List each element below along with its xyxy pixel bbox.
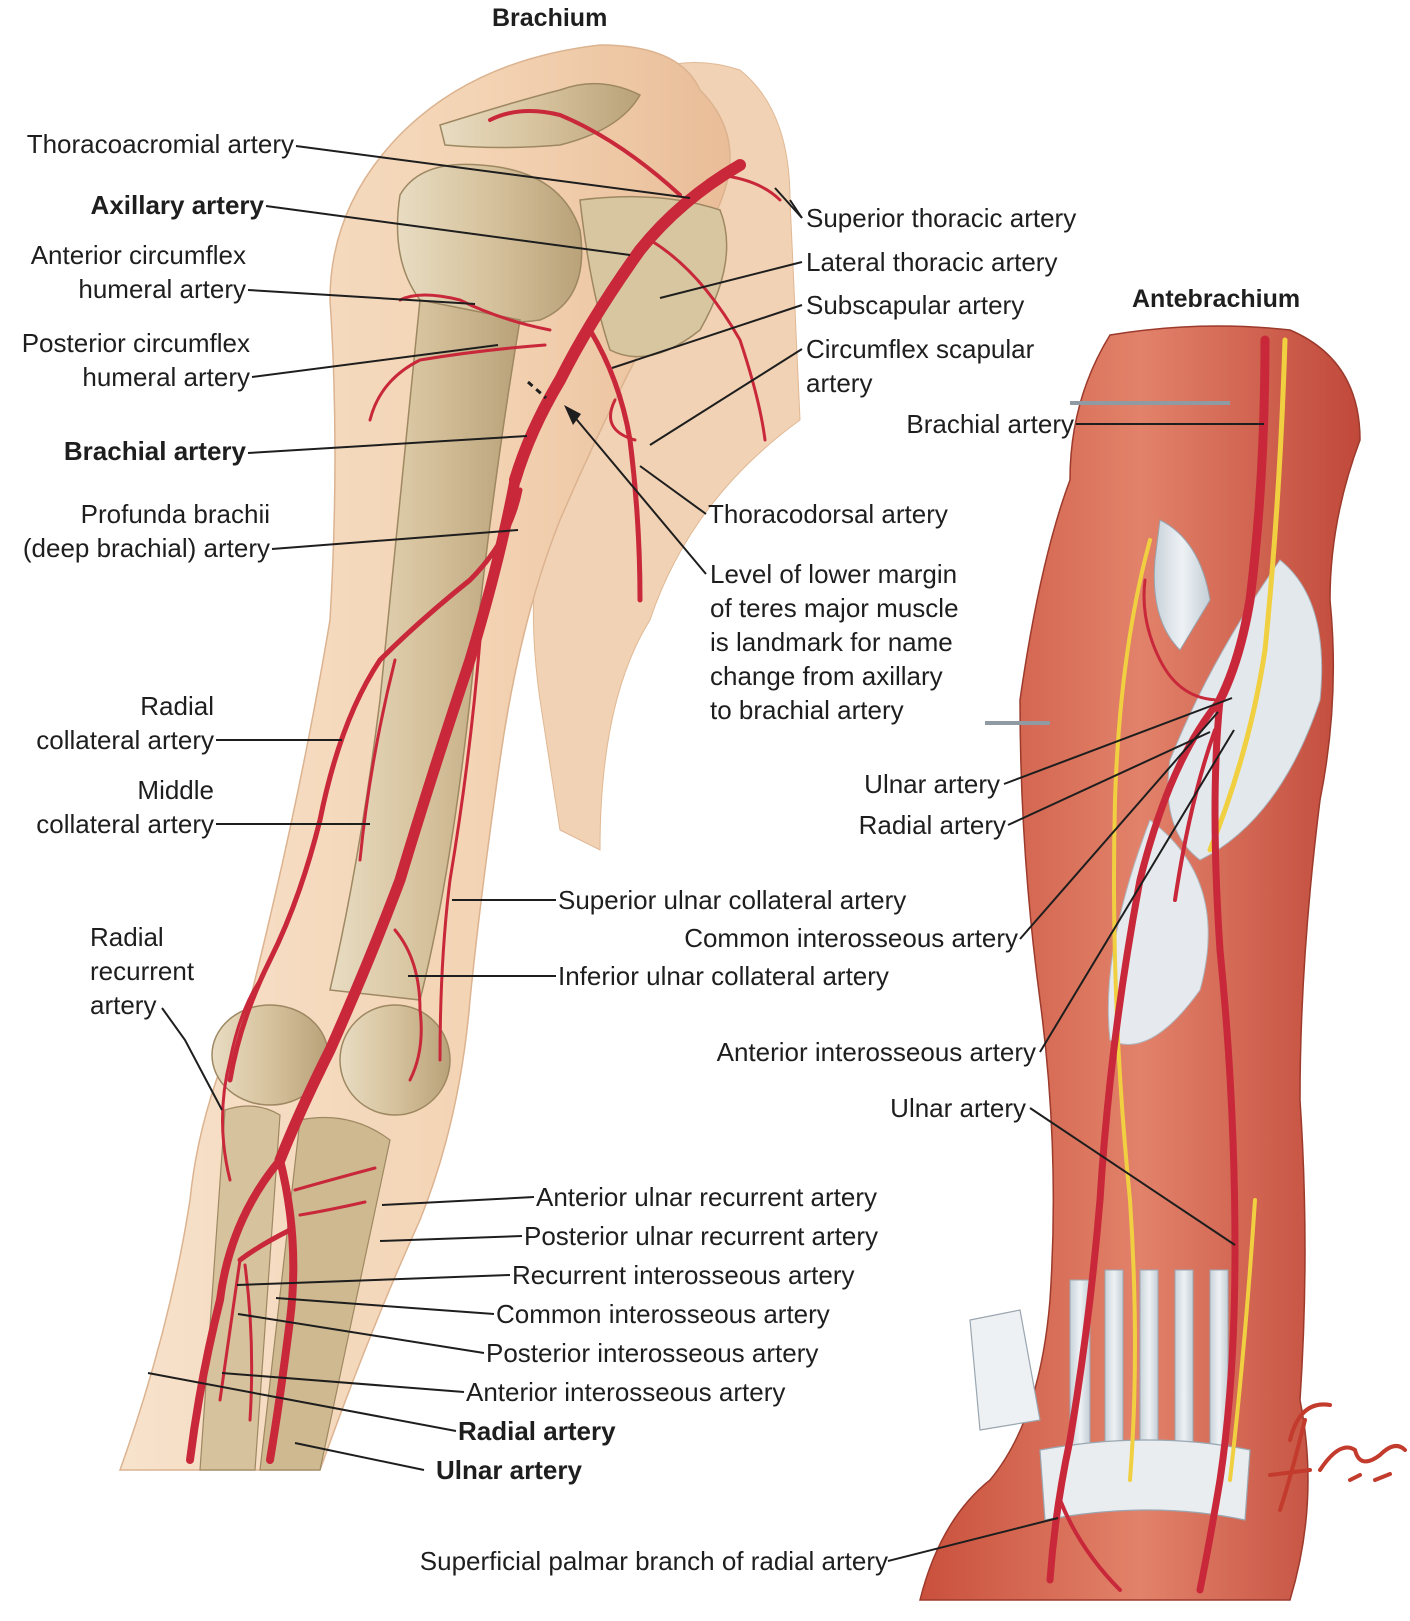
label-level-note-2: of teres major muscle (710, 593, 959, 623)
humerus-bone (329, 299, 521, 1001)
subscapular-vessel (587, 327, 643, 603)
forearm-interosseous-vessel (1173, 728, 1217, 902)
label-lateral-thoracic-artery: Lateral thoracic artery (806, 247, 1058, 277)
forearm-recurrent-vessel (1142, 578, 1222, 702)
label-anterior-circumflex-humeral-1: Anterior circumflex (30, 240, 246, 270)
label-forearm-common-interosseous: Common interosseous artery (684, 923, 1018, 953)
label-superficial-palmar-branch: Superficial palmar branch of radial arte… (419, 1546, 888, 1576)
bicipital-aponeurosis (1167, 559, 1323, 861)
flexor-retinaculum (1039, 1439, 1251, 1521)
label-inferior-ulnar-collateral: Inferior ulnar collateral artery (558, 961, 889, 991)
label-radial-collateral-1: Radial (140, 691, 214, 721)
label-level-note-4: change from axillary (710, 661, 943, 691)
label-radial-recurrent-1: Radial (90, 922, 164, 952)
forearm-brachial-vessel (1215, 335, 1270, 705)
label-middle-collateral-1: Middle (137, 775, 214, 805)
label-recurrent-interosseous: Recurrent interosseous artery (512, 1260, 855, 1290)
heading-brachium: Brachium (492, 4, 608, 32)
superficial-palmar-vessel (1058, 1498, 1122, 1592)
lateral-thoracic-vessel (648, 238, 767, 442)
radius-bone (199, 1105, 281, 1471)
forearm-ulnar-vessel (1196, 696, 1239, 1594)
interosseous-branches-vessel (218, 1258, 254, 1422)
label-forearm-ulnar-artery-lower: Ulnar artery (890, 1093, 1026, 1123)
radial-recurrent-vessel (221, 978, 262, 1182)
label-profunda-brachii-1: Profunda brachii (80, 499, 270, 529)
posterior-circumflex-vessel (368, 343, 547, 422)
brachium-illustration (118, 44, 801, 1471)
label-axillary-artery: Axillary artery (90, 190, 264, 220)
cut-tendon-stub (969, 1309, 1041, 1431)
label-forearm-radial-artery: Radial artery (858, 810, 1006, 840)
level-arrow-head (564, 405, 581, 425)
ulnar-artery-vessel (266, 1156, 298, 1464)
teres-major-level-marker (527, 380, 547, 400)
thoracoacromial-vessel (488, 109, 682, 197)
label-subscapular-artery: Subscapular artery (806, 290, 1025, 320)
forearm-arteries (1046, 335, 1270, 1594)
label-anterior-circumflex-humeral-2: humeral artery (78, 274, 246, 304)
label-middle-collateral-2: collateral artery (36, 809, 214, 839)
axillary-artery-vessel (509, 159, 746, 486)
label-forearm-brachial-artery: Brachial artery (906, 409, 1074, 439)
heading-antebrachium: Antebrachium (1132, 285, 1301, 313)
anterior-circumflex-vessel (398, 293, 552, 332)
inferior-ulnar-collateral-vessel (393, 928, 423, 1082)
biceps-tendon (1153, 519, 1211, 651)
forearm-radial-vessel (1046, 696, 1224, 1584)
label-circumflex-scapular-2: artery (806, 368, 873, 398)
label-posterior-circumflex-humeral-1: Posterior circumflex (21, 328, 250, 358)
humeral-head-bone (396, 163, 583, 324)
label-common-interosseous: Common interosseous artery (496, 1299, 830, 1329)
label-superior-thoracic-artery: Superior thoracic artery (806, 203, 1077, 233)
superior-ulnar-collateral-vessel (438, 638, 482, 1062)
common-interosseous-vessel (237, 1227, 293, 1263)
posterior-ulnar-recurrent-vessel (298, 1200, 367, 1217)
label-level-note-3: is landmark for name (710, 627, 953, 657)
label-radial-artery: Radial artery (458, 1416, 616, 1446)
label-ulnar-artery: Ulnar artery (436, 1455, 582, 1485)
anterior-ulnar-recurrent-vessel (293, 1166, 377, 1192)
label-superior-ulnar-collateral: Superior ulnar collateral artery (558, 885, 907, 915)
label-level-note-5: to brachial artery (710, 695, 904, 725)
label-brachial-artery: Brachial artery (63, 436, 246, 466)
flexor-sheet (1107, 819, 1209, 1045)
leader-lines (147, 145, 1264, 1562)
label-anterior-interosseous: Anterior interosseous artery (466, 1377, 786, 1407)
label-anterior-ulnar-recurrent: Anterior ulnar recurrent artery (536, 1182, 878, 1212)
label-radial-collateral-2: collateral artery (36, 725, 214, 755)
middle-collateral-vessel (358, 658, 397, 862)
radial-artery-vessel (186, 1156, 284, 1464)
label-thoracoacromial-artery: Thoracoacromial artery (26, 129, 294, 159)
brachial-artery-vessel (274, 474, 521, 1166)
label-profunda-brachii-2: (deep brachial) artery (22, 533, 270, 563)
forearm-nerves (1112, 337, 1288, 1482)
label-circumflex-scapular-1: Circumflex scapular (806, 334, 1035, 364)
label-posterior-ulnar-recurrent: Posterior ulnar recurrent artery (524, 1221, 879, 1251)
circumflex-scapular-vessel (609, 398, 637, 442)
label-forearm-ulnar-artery: Ulnar artery (864, 769, 1000, 799)
label-posterior-circumflex-humeral-2: humeral artery (82, 362, 250, 392)
profunda-brachii-vessel (227, 487, 523, 1083)
label-posterior-interosseous: Posterior interosseous artery (486, 1338, 819, 1368)
label-thoracodorsal-artery: Thoracodorsal artery (708, 499, 948, 529)
antebrachium-illustration (919, 325, 1361, 1601)
label-radial-recurrent-2: recurrent (90, 956, 195, 986)
superior-thoracic-vessel (718, 173, 782, 202)
label-radial-recurrent-3: artery (90, 990, 157, 1020)
label-forearm-anterior-interosseous: Anterior interosseous artery (716, 1037, 1036, 1067)
netter-signature (1268, 1402, 1407, 1512)
label-level-note-1: Level of lower margin (710, 559, 958, 589)
medial-epicondyle-bone (339, 1004, 451, 1116)
brachium-arteries (186, 109, 782, 1464)
